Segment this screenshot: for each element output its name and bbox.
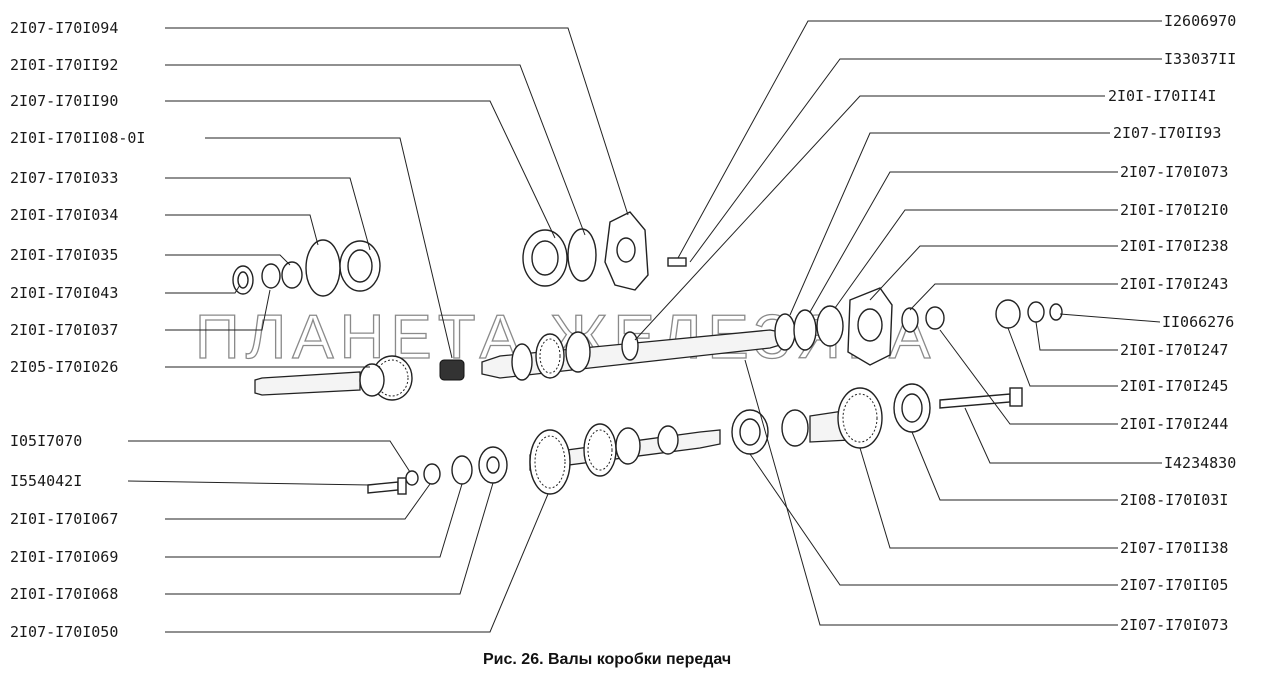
needle-bearing-part [439,359,465,381]
part-label: 2I0I-I70I245 [1120,377,1228,395]
part-label: 2I0I-I70I067 [10,510,118,528]
primary-shaft-part [254,355,413,401]
counter-front-bearing-part [731,409,769,455]
part-label: 2I08-I70I03I [1120,491,1228,509]
left-bearings-part [232,239,381,297]
part-label: 2I0I-I70I035 [10,246,118,264]
part-label: 2I0I-I70I037 [10,321,118,339]
part-label: 2I07-I70I050 [10,623,118,641]
part-label: 2I07-I70I094 [10,19,118,37]
right-leaders [634,20,1162,626]
lower-shaft-assembly [367,383,1023,495]
part-label: I554042I [10,472,82,490]
right-labels: I2606970 I33037II 2I0I-I70II4I 2I07-I70I… [1108,12,1236,634]
counter-shaft-part [529,423,721,495]
reverse-gear-part [781,387,883,449]
part-label: 2I07-I70I073 [1120,163,1228,181]
right-stack-part [774,287,1063,366]
part-label: 2I0I-I70I2I0 [1120,201,1228,219]
part-label: 2I0I-I70I247 [1120,341,1228,359]
upper-shaft-assembly [232,211,1063,401]
top-bearing-part [522,211,687,291]
part-label: 2I0I-I70II4I [1108,87,1216,105]
part-label: 2I0I-I70I244 [1120,415,1228,433]
part-label: I05I7070 [10,432,82,450]
part-label: 2I07-I70I033 [10,169,118,187]
part-label: II066276 [1162,313,1234,331]
part-label: 2I05-I70I026 [10,358,118,376]
left-leaders [127,27,629,633]
part-label: 2I07-I70II05 [1120,576,1228,594]
part-label: I2606970 [1164,12,1236,30]
front-bolt-part [367,446,508,495]
part-label: 2I0I-I70I068 [10,585,118,603]
left-labels: 2I07-I70I094 2I0I-I70II92 2I07-I70II90 2… [10,19,145,641]
part-label: I4234830 [1164,454,1236,472]
part-label: 2I0I-I70I043 [10,284,118,302]
part-label: 2I0I-I70I069 [10,548,118,566]
part-label: 2I07-I70II38 [1120,539,1228,557]
part-label: 2I0I-I70I034 [10,206,118,224]
figure-caption: Рис. 26. Валы коробки передач [483,651,731,668]
long-bolt-part [939,387,1023,409]
part-label: 2I07-I70I073 [1120,616,1228,634]
part-label: 2I0I-I70I238 [1120,237,1228,255]
rear-bearing-part [893,383,931,433]
part-label: 2I0I-I70II08-0I [10,129,145,147]
part-label: I33037II [1164,50,1236,68]
part-label: 2I07-I70II93 [1113,124,1221,142]
part-label: 2I07-I70II90 [10,92,118,110]
part-label: 2I0I-I70II92 [10,56,118,74]
part-label: 2I0I-I70I243 [1120,275,1228,293]
